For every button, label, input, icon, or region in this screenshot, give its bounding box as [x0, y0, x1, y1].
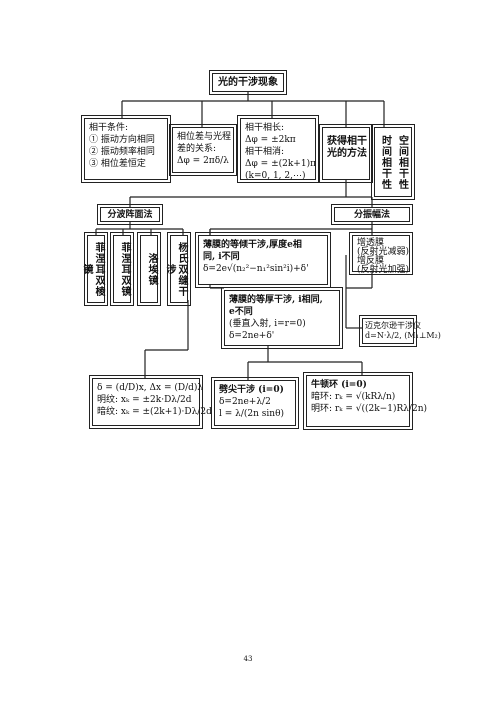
- spatial-coherence-text: 空间相干性: [396, 134, 408, 190]
- equal-thickness-line-1: 薄膜的等厚干涉, i相同,: [229, 295, 323, 305]
- wedge-line-1: 劈尖干涉 (i=0): [219, 385, 284, 395]
- conditions-line-5: (k=0, 1, 2,⋯): [245, 171, 306, 181]
- michelson-box: 迈克尔逊干涉仪 d=N·λ/2, (M₁⊥M₂): [359, 315, 441, 347]
- films-line-2: (反射光减弱): [357, 247, 410, 257]
- phase-line-1: 相位差与光程: [177, 132, 232, 142]
- films-line-3: 增反膜: [357, 256, 385, 266]
- fresnel-mirror-box: 菲涅耳双镜: [110, 232, 134, 306]
- young-formula-line-1: δ = (d/D)x, Δx = (D/d)λ: [97, 383, 204, 393]
- title-text: 光的干涉现象: [218, 77, 278, 88]
- newton-rings-box: 牛顿环 (i=0) 暗环: rₖ = √(kRλ/n) 明环: rₖ = √((…: [303, 372, 428, 430]
- wavefront-text: 分波阵面法: [107, 210, 153, 220]
- title-box: 光的干涉现象: [209, 70, 287, 95]
- page-number: 43: [243, 655, 253, 663]
- amplitude-text: 分振幅法: [353, 210, 390, 220]
- equal-inclination-line-1: 薄膜的等倾干涉,厚度e相: [203, 240, 302, 250]
- equal-inclination-formula: δ=2e√(n₂²−n₁²sin²i)+δ': [203, 264, 309, 274]
- phase-formula: Δφ = 2πδ/λ: [177, 156, 229, 166]
- method-line-1: 获得相干: [327, 136, 367, 147]
- coating-films-box: 增透膜 (反射光减弱) 增反膜 (反射光加强): [349, 232, 413, 275]
- coherence-types-box: 时间相干性 空间相干性: [371, 124, 415, 200]
- interference-conditions-box: 相干相长: Δφ = ±2kπ 相干相消: Δφ = ±(2k+1)π (k=0…: [237, 115, 319, 183]
- equal-thickness-line-3: (垂直入射, i=r=0): [229, 319, 306, 329]
- conditions-line-2: Δφ = ±2kπ: [245, 135, 296, 145]
- wedge-line-2: δ=2ne+λ/2: [219, 397, 271, 407]
- young-formula-box: δ = (d/D)x, Δx = (D/d)λ 明纹: xₖ = ±2k·Dλ/…: [89, 375, 212, 429]
- fresnel-biprism-text: 菲涅耳双棱镜: [81, 241, 104, 297]
- fresnel-biprism-box: 菲涅耳双棱镜: [81, 232, 108, 306]
- coherence-line-2: ① 振动方向相同: [89, 135, 155, 145]
- conditions-line-3: 相干相消:: [245, 147, 285, 157]
- equal-inclination-line-2: 同, i不同: [203, 252, 240, 262]
- films-line-1: 增透膜: [357, 238, 385, 248]
- wedge-line-3: l = λ/(2n sinθ): [219, 409, 284, 419]
- young-double-slit-box: 杨氏双缝干涉: [164, 232, 191, 306]
- equal-inclination-box: 薄膜的等倾干涉,厚度e相 同, i不同 δ=2e√(n₂²−n₁²sin²i)+…: [195, 232, 331, 288]
- young-double-slit-text: 杨氏双缝干涉: [164, 241, 187, 297]
- newton-line-2: 暗环: rₖ = √(kRλ/n): [311, 392, 396, 402]
- michelson-formula: d=N·λ/2, (M₁⊥M₂): [365, 331, 441, 340]
- conditions-line-1: 相干相长:: [245, 123, 285, 133]
- phase-relation-box: 相位差与光程 差的关系: Δφ = 2πδ/λ: [169, 124, 237, 176]
- coherence-line-3: ② 振动频率相同: [89, 147, 155, 157]
- coherence-conditions-box: 相干条件: ① 振动方向相同 ② 振动频率相同 ③ 相位差恒定: [81, 115, 171, 183]
- amplitude-division-box: 分振幅法: [331, 204, 413, 225]
- films-line-4: (反射光加强): [357, 265, 410, 275]
- young-formula-line-2: 明纹: xₖ = ±2k·Dλ/2d: [97, 395, 192, 405]
- fresnel-mirror-text: 菲涅耳双镜: [119, 241, 130, 297]
- michelson-line-1: 迈克尔逊干涉仪: [365, 321, 421, 330]
- coherent-light-method-box: 获得相干 光的方法: [319, 124, 373, 183]
- equal-thickness-box: 薄膜的等厚干涉, i相同, e不同 (垂直入射, i=r=0) δ=2ne+δ': [221, 287, 343, 349]
- conditions-line-4: Δφ = ±(2k+1)π: [245, 159, 316, 169]
- wedge-box: 劈尖干涉 (i=0) δ=2ne+λ/2 l = λ/(2n sinθ): [211, 377, 299, 429]
- newton-line-3: 明环: rₖ = √((2k−1)Rλ/2n): [311, 404, 428, 414]
- wavefront-division-box: 分波阵面法: [97, 204, 163, 225]
- equal-thickness-formula: δ=2ne+δ': [229, 331, 275, 341]
- phase-line-2: 差的关系:: [177, 144, 217, 154]
- coherence-line-1: 相干条件:: [89, 123, 129, 133]
- young-formula-line-3: 暗纹: xₖ = ±(2k+1)·Dλ/2d: [97, 407, 212, 417]
- lloyd-mirror-box: 洛埃镜: [137, 232, 161, 306]
- lloyd-mirror-text: 洛埃镜: [146, 252, 157, 286]
- newton-line-1: 牛顿环 (i=0): [311, 380, 367, 390]
- method-line-2: 光的方法: [327, 148, 367, 159]
- coherence-line-4: ③ 相位差恒定: [89, 159, 146, 169]
- temporal-coherence-text: 时间相干性: [379, 134, 391, 190]
- equal-thickness-line-2: e不同: [229, 307, 253, 317]
